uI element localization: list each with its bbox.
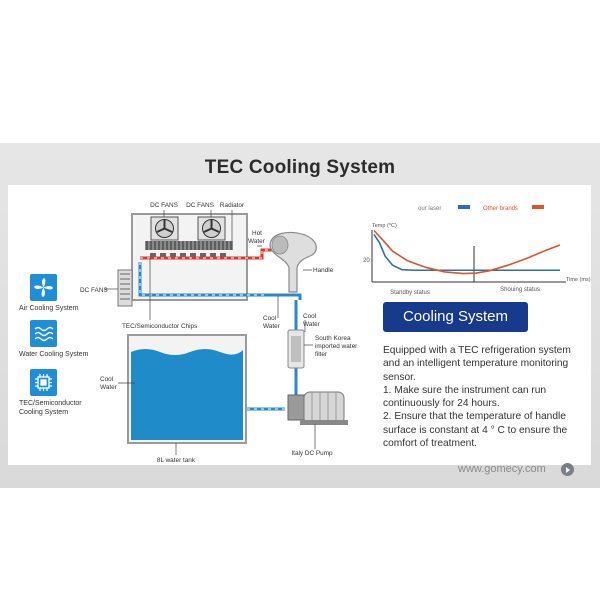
fan-icon xyxy=(30,274,57,301)
side-item-water: Water Cooling System xyxy=(19,320,129,359)
water-tank xyxy=(127,334,247,444)
tec-chips xyxy=(150,253,226,257)
legend-label-other: Other brands xyxy=(483,206,518,212)
description-point-1: 1. Make sure the instrument can run cont… xyxy=(383,384,547,410)
legend-label-our: our laser xyxy=(418,206,441,212)
dc-fans-label-2: DC FANS xyxy=(186,202,214,209)
chart-y-tick: 20 xyxy=(363,258,370,264)
chip-icon xyxy=(30,369,57,396)
side-label-water: Water Cooling System xyxy=(19,351,89,358)
radiator-label: Radiator xyxy=(220,202,245,209)
dc-fans-side-label: DC FANS xyxy=(80,287,108,294)
hot-water-line1: Hot xyxy=(252,230,262,237)
dc-pump xyxy=(287,391,348,425)
waves-icon xyxy=(30,320,57,347)
temperature-chart: Temp (°C) Time (ms) 20 Standby status Sh… xyxy=(363,205,591,296)
dc-fan-left xyxy=(150,216,179,241)
legend-swatch-our xyxy=(458,205,470,209)
shooting-label: Shouing status xyxy=(500,287,540,293)
next-arrow-icon[interactable] xyxy=(561,463,574,476)
side-fan-unit xyxy=(117,269,133,307)
handle-label: Handle xyxy=(313,267,334,274)
side-item-air: Air Cooling System xyxy=(19,274,129,313)
dc-fans-label-1: DC FANS xyxy=(150,202,178,209)
standby-label: Standby status xyxy=(390,290,430,296)
description: Equipped with a TEC refrigeration system… xyxy=(383,344,583,450)
water-filter xyxy=(287,329,305,369)
footer-url[interactable]: www.gomecy.com xyxy=(458,463,546,475)
hot-water-line2: Water xyxy=(248,238,266,245)
chart-y-label: Temp (°C) xyxy=(372,223,397,229)
tank-label: 8L water tank xyxy=(157,457,196,464)
laser-handle xyxy=(269,231,317,293)
chart-x-label: Time (ms) xyxy=(566,277,591,283)
series-line-our-laser xyxy=(373,233,560,272)
series-line-other-brands xyxy=(373,229,561,275)
tec-chips-label: TEC/Semiconductor Chips xyxy=(122,323,197,330)
description-intro: Equipped with a TEC refrigeration system… xyxy=(383,345,571,383)
cooling-system-button[interactable]: Cooling System xyxy=(383,302,528,332)
page-title: TEC Cooling System xyxy=(204,157,396,178)
pump-label: Italy DC Pump xyxy=(291,450,333,457)
dc-fan-right xyxy=(197,216,226,241)
radiator xyxy=(145,241,233,250)
side-label-air: Air Cooling System xyxy=(19,305,79,312)
description-point-2: 2. Ensure that the temperature of handle… xyxy=(383,411,568,450)
legend-swatch-other xyxy=(532,205,544,209)
